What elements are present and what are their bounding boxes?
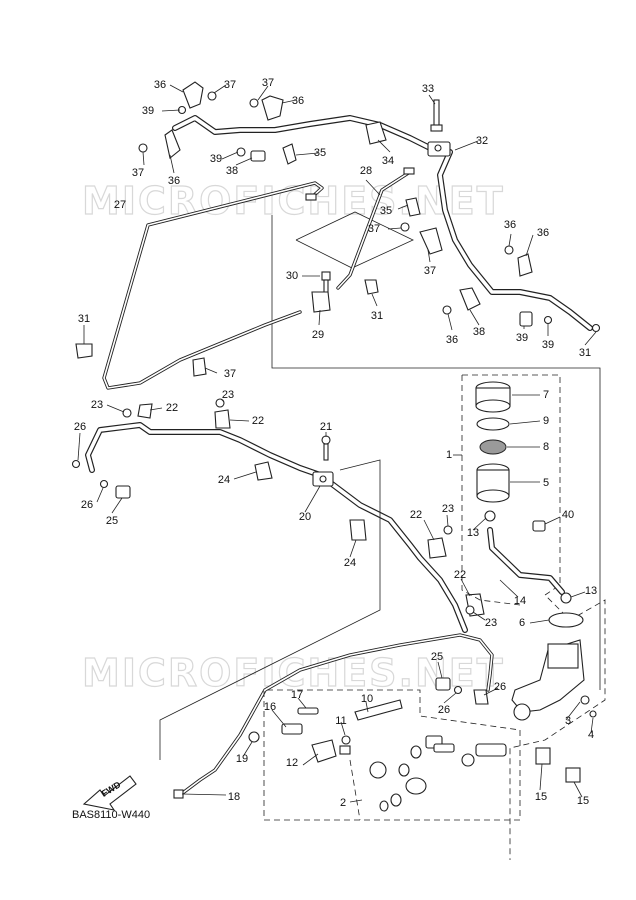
callout-36-f: 36 bbox=[446, 334, 458, 346]
callout-26-d: 26 bbox=[438, 704, 450, 716]
callout-19: 19 bbox=[236, 753, 248, 765]
middle-assembly-frame bbox=[159, 459, 381, 760]
callout-38-a: 38 bbox=[226, 165, 238, 177]
callout-35-a: 35 bbox=[314, 147, 326, 159]
callout-22-d: 22 bbox=[454, 569, 466, 581]
callout-18: 18 bbox=[228, 791, 240, 803]
callout-36-c: 36 bbox=[168, 175, 180, 187]
callout-39-b: 39 bbox=[210, 153, 222, 165]
callout-2: 2 bbox=[340, 797, 346, 809]
callout-37-a: 37 bbox=[224, 79, 236, 91]
callout-40: 40 bbox=[562, 509, 574, 521]
callout-27: 27 bbox=[114, 199, 126, 211]
callout-1: 1 bbox=[446, 449, 452, 461]
callout-36-d: 36 bbox=[504, 219, 516, 231]
callout-20: 20 bbox=[299, 511, 311, 523]
middle-small-parts bbox=[71, 398, 489, 705]
callout-3: 3 bbox=[565, 715, 571, 727]
callout-25-b: 25 bbox=[431, 651, 443, 663]
upper-assembly-frame bbox=[271, 211, 601, 690]
callout-37-b: 37 bbox=[262, 77, 274, 89]
callout-39-d: 39 bbox=[542, 339, 554, 351]
callout-38-b: 38 bbox=[473, 326, 485, 338]
callout-39-c: 39 bbox=[516, 332, 528, 344]
callout-25-a: 25 bbox=[106, 515, 118, 527]
brake-pipe-27 bbox=[102, 181, 324, 390]
upper-small-parts bbox=[75, 81, 601, 377]
brake-hose-20 bbox=[85, 422, 468, 633]
callout-24-b: 24 bbox=[344, 557, 356, 569]
callout-15-b: 15 bbox=[577, 795, 589, 807]
callout-36-b: 36 bbox=[292, 95, 304, 107]
callout-31-a: 31 bbox=[371, 310, 383, 322]
callout-39-a: 39 bbox=[142, 105, 154, 117]
callout-23-d: 23 bbox=[485, 617, 497, 629]
callout-31-c: 31 bbox=[579, 347, 591, 359]
callout-21: 21 bbox=[320, 421, 332, 433]
callout-23-a: 23 bbox=[91, 399, 103, 411]
callout-8: 8 bbox=[543, 441, 549, 453]
callout-28: 28 bbox=[360, 165, 372, 177]
callout-11: 11 bbox=[335, 715, 346, 727]
callout-23-b: 23 bbox=[222, 389, 234, 401]
callout-37-e: 37 bbox=[424, 265, 436, 277]
callout-22-b: 22 bbox=[252, 415, 264, 427]
callout-9: 9 bbox=[543, 415, 549, 427]
callout-29: 29 bbox=[312, 329, 324, 341]
callout-30: 30 bbox=[286, 270, 298, 282]
callout-36-a: 36 bbox=[154, 79, 166, 91]
callout-26-c: 26 bbox=[494, 681, 506, 693]
callout-22-c: 22 bbox=[410, 509, 422, 521]
callout-leaders bbox=[77, 84, 597, 803]
callout-37-f: 37 bbox=[224, 368, 236, 380]
callout-33: 33 bbox=[422, 83, 434, 95]
diagram-code: BAS8110-W440 bbox=[72, 809, 150, 821]
callout-6: 6 bbox=[519, 617, 525, 629]
callout-7: 7 bbox=[543, 389, 549, 401]
callout-10: 10 bbox=[361, 693, 373, 705]
callout-5: 5 bbox=[543, 477, 549, 489]
callout-24-a: 24 bbox=[218, 474, 230, 486]
callout-26-a: 26 bbox=[74, 421, 86, 433]
master-cylinder-kit bbox=[248, 689, 581, 821]
watermark-top: MICROFICHES.NET bbox=[82, 179, 505, 223]
brake-pipe-18 bbox=[173, 633, 494, 799]
callout-15-a: 15 bbox=[535, 791, 547, 803]
callout-14: 14 bbox=[514, 595, 526, 607]
callout-4: 4 bbox=[588, 729, 594, 741]
callout-12: 12 bbox=[286, 757, 298, 769]
callout-26-b: 26 bbox=[81, 499, 93, 511]
callout-13-a: 13 bbox=[467, 527, 479, 539]
reservoir-assembly bbox=[461, 374, 606, 860]
brake-pipe-28 bbox=[336, 167, 415, 290]
callout-37-d: 37 bbox=[368, 223, 380, 235]
callout-34: 34 bbox=[382, 155, 394, 167]
callout-22-a: 22 bbox=[166, 402, 178, 414]
callout-13-b: 13 bbox=[585, 585, 597, 597]
callout-31-b: 31 bbox=[78, 313, 90, 325]
callout-23-c: 23 bbox=[442, 503, 454, 515]
callout-36-e: 36 bbox=[537, 227, 549, 239]
brake-hose-32 bbox=[172, 115, 593, 331]
callout-17: 17 bbox=[291, 689, 303, 701]
callout-37-c: 37 bbox=[132, 167, 144, 179]
callout-32: 32 bbox=[476, 135, 488, 147]
callout-16: 16 bbox=[264, 701, 276, 713]
callout-35-b: 35 bbox=[380, 205, 392, 217]
fwd-arrow: FWD bbox=[82, 775, 137, 811]
